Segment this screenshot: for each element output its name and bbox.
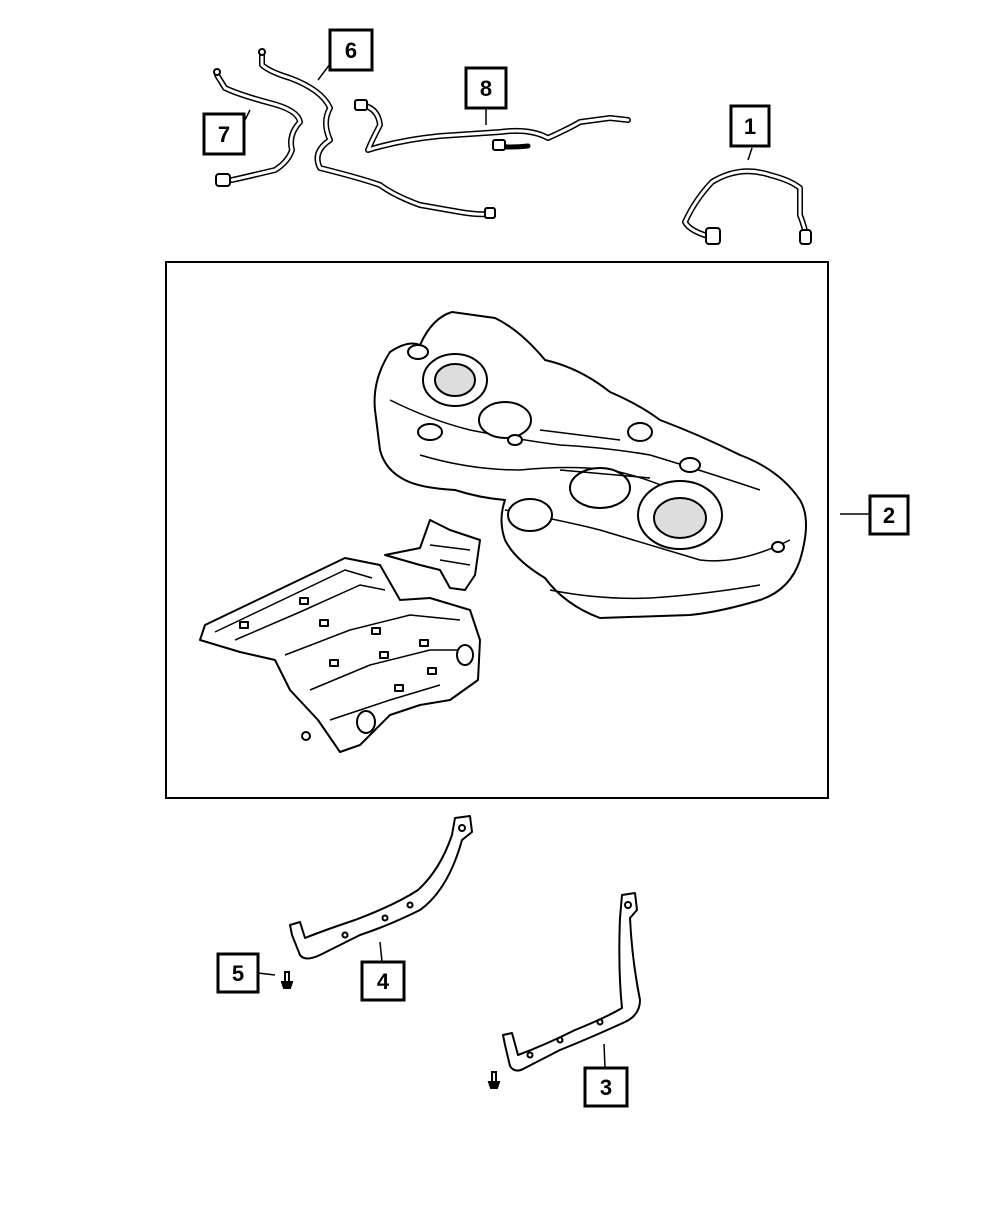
callout-6: 6 bbox=[328, 28, 374, 72]
fuel-line-7 bbox=[213, 68, 303, 187]
callout-1: 1 bbox=[729, 104, 771, 148]
callout-3-label: 3 bbox=[600, 1075, 612, 1100]
callout-3: 3 bbox=[583, 1066, 629, 1108]
callout-5-label: 5 bbox=[232, 961, 244, 986]
callout-1-label: 1 bbox=[744, 114, 756, 139]
heat-shield bbox=[199, 557, 481, 753]
callout-8: 8 bbox=[464, 66, 508, 110]
callout-4: 4 bbox=[360, 960, 406, 1002]
fuel-line-6 bbox=[258, 48, 496, 219]
callout-7: 7 bbox=[202, 112, 246, 156]
fuel-line-1 bbox=[682, 168, 812, 245]
fuel-tank-strap-4 bbox=[289, 815, 473, 960]
fuel-line-8 bbox=[354, 99, 631, 153]
callout-7-label: 7 bbox=[218, 122, 230, 147]
callout-6-label: 6 bbox=[345, 38, 357, 63]
callout-8-label: 8 bbox=[480, 76, 492, 101]
callout-4-label: 4 bbox=[377, 969, 390, 994]
callout-2-label: 2 bbox=[883, 503, 895, 528]
bolt-5 bbox=[280, 971, 294, 989]
bolt-3 bbox=[487, 1071, 501, 1089]
tank-assembly-frame bbox=[165, 261, 829, 799]
callout-2: 2 bbox=[868, 494, 910, 536]
fuel-tank bbox=[373, 311, 807, 619]
callout-5: 5 bbox=[216, 952, 260, 994]
tank-bracket bbox=[384, 519, 481, 591]
leader-lines bbox=[244, 63, 870, 1069]
fuel-tank-strap-3 bbox=[502, 892, 641, 1072]
